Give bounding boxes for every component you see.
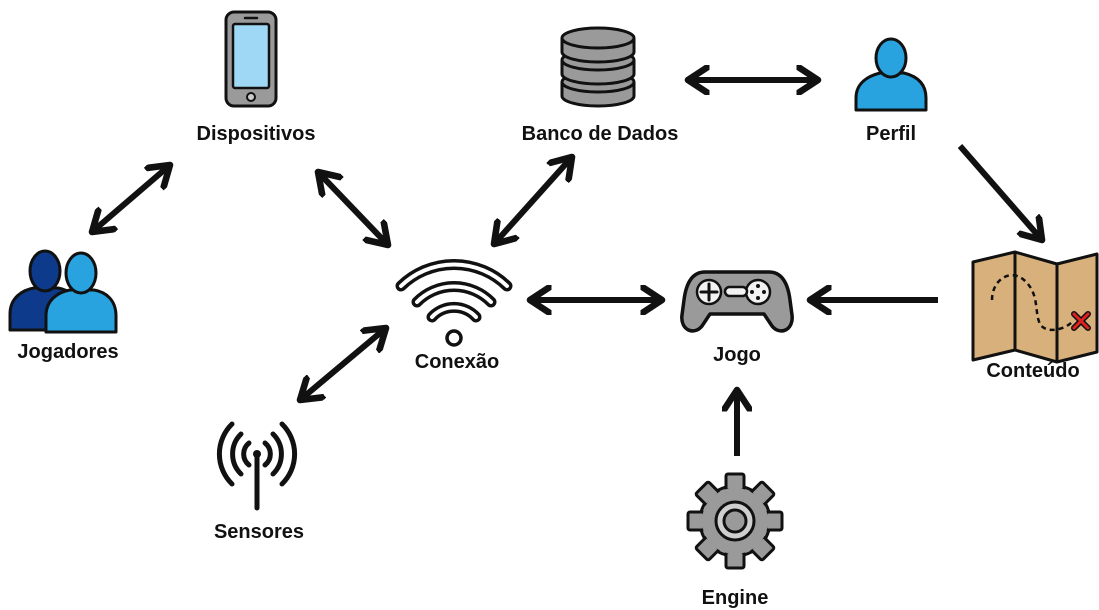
label-engine: Engine	[702, 587, 769, 609]
label-perfil: Perfil	[866, 123, 916, 145]
gamepad-icon	[680, 270, 794, 333]
arrow-dispositivos-jogadores	[92, 165, 170, 232]
user-profile-icon	[854, 37, 928, 112]
label-jogadores: Jogadores	[17, 341, 118, 363]
label-dispositivos: Dispositivos	[197, 123, 316, 145]
label-jogo: Jogo	[713, 344, 761, 366]
arrow-dispositivos-conexao	[318, 172, 388, 245]
smartphone-icon	[224, 10, 278, 108]
arrow-perfil-conteudo	[957, 144, 1042, 240]
arrow-sensores-conexao	[300, 328, 386, 400]
arrows	[92, 80, 1042, 456]
treasure-map-icon	[971, 250, 1099, 364]
label-conexao: Conexão	[415, 351, 499, 373]
database-icon	[560, 26, 636, 108]
users-group-icon	[8, 249, 118, 334]
label-conteudo: Conteúdo	[986, 360, 1079, 382]
label-banco-de-dados: Banco de Dados	[522, 123, 679, 145]
gear-icon	[686, 472, 784, 570]
arrow-banco-conexao	[494, 157, 572, 244]
wifi-icon	[395, 259, 513, 347]
label-sensores: Sensores	[214, 521, 304, 543]
antenna-signal-icon	[216, 421, 298, 511]
